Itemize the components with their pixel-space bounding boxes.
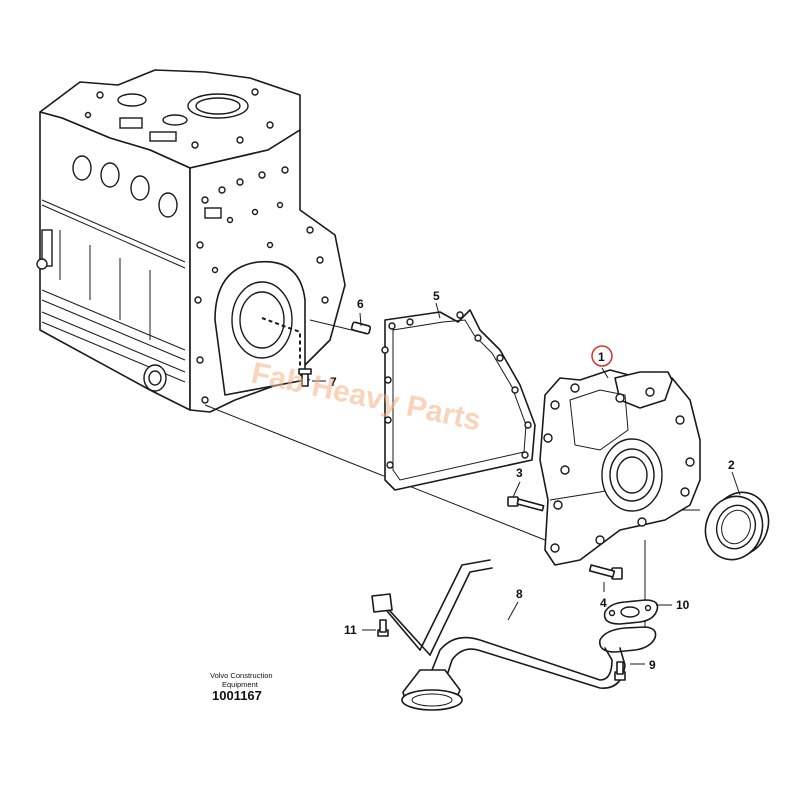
caption-code: 1001167 — [212, 688, 262, 703]
callout-11: 11 — [344, 623, 357, 637]
timing-cover-1 — [539, 369, 701, 566]
dowel-pin-6 — [350, 321, 372, 335]
callout-9: 9 — [649, 658, 656, 672]
gasket-5 — [381, 309, 536, 491]
callout-6: 6 — [357, 297, 364, 311]
callout-4: 4 — [600, 596, 607, 610]
callout-1: 1 — [598, 350, 605, 364]
callout-leaders — [312, 302, 741, 665]
oil-suction-pipe-8 — [371, 559, 657, 711]
caption: Volvo Construction Equipment 1001167 — [210, 671, 273, 703]
caption-line2: Equipment — [222, 680, 259, 689]
seal-2 — [704, 491, 770, 561]
callout-8: 8 — [516, 587, 523, 601]
callout-10: 10 — [676, 598, 690, 612]
bolt-3 — [507, 496, 545, 512]
caption-line1: Volvo Construction — [210, 671, 273, 680]
callout-labels: 1 2 3 4 5 6 7 8 9 10 11 — [330, 289, 735, 672]
callout-1-highlight — [591, 345, 613, 367]
bolt-7 — [298, 368, 312, 387]
callout-7: 7 — [330, 375, 337, 389]
engine-block — [36, 69, 346, 413]
callout-2: 2 — [728, 458, 735, 472]
callout-3: 3 — [516, 466, 523, 480]
bolt-11 — [377, 619, 389, 637]
flange-gasket-10 — [603, 599, 659, 625]
callout-5: 5 — [433, 289, 440, 303]
bolt-4 — [588, 564, 623, 580]
bolt-9 — [614, 661, 626, 681]
